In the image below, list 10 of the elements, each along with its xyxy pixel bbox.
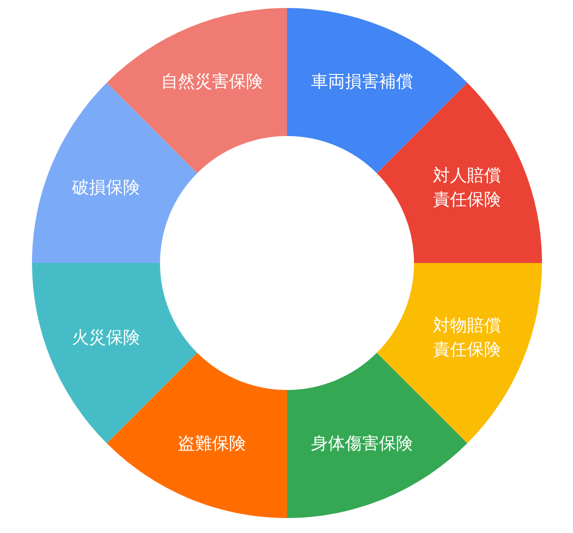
segment-label: 火災保険 bbox=[72, 327, 140, 350]
donut-segment bbox=[106, 352, 288, 518]
segment-label: 対人賠償責任保険 bbox=[432, 165, 502, 212]
segment-label: 対物賠償責任保険 bbox=[432, 314, 502, 362]
donut-segment bbox=[106, 8, 287, 174]
segment-label: 車両損害補償 bbox=[311, 70, 413, 94]
segment-label: 破損保険 bbox=[72, 176, 140, 200]
segment-label: 盗難保険 bbox=[178, 433, 246, 456]
segment-label: 自然災害保険 bbox=[160, 70, 263, 94]
segment-label: 身体傷害保険 bbox=[311, 433, 413, 456]
